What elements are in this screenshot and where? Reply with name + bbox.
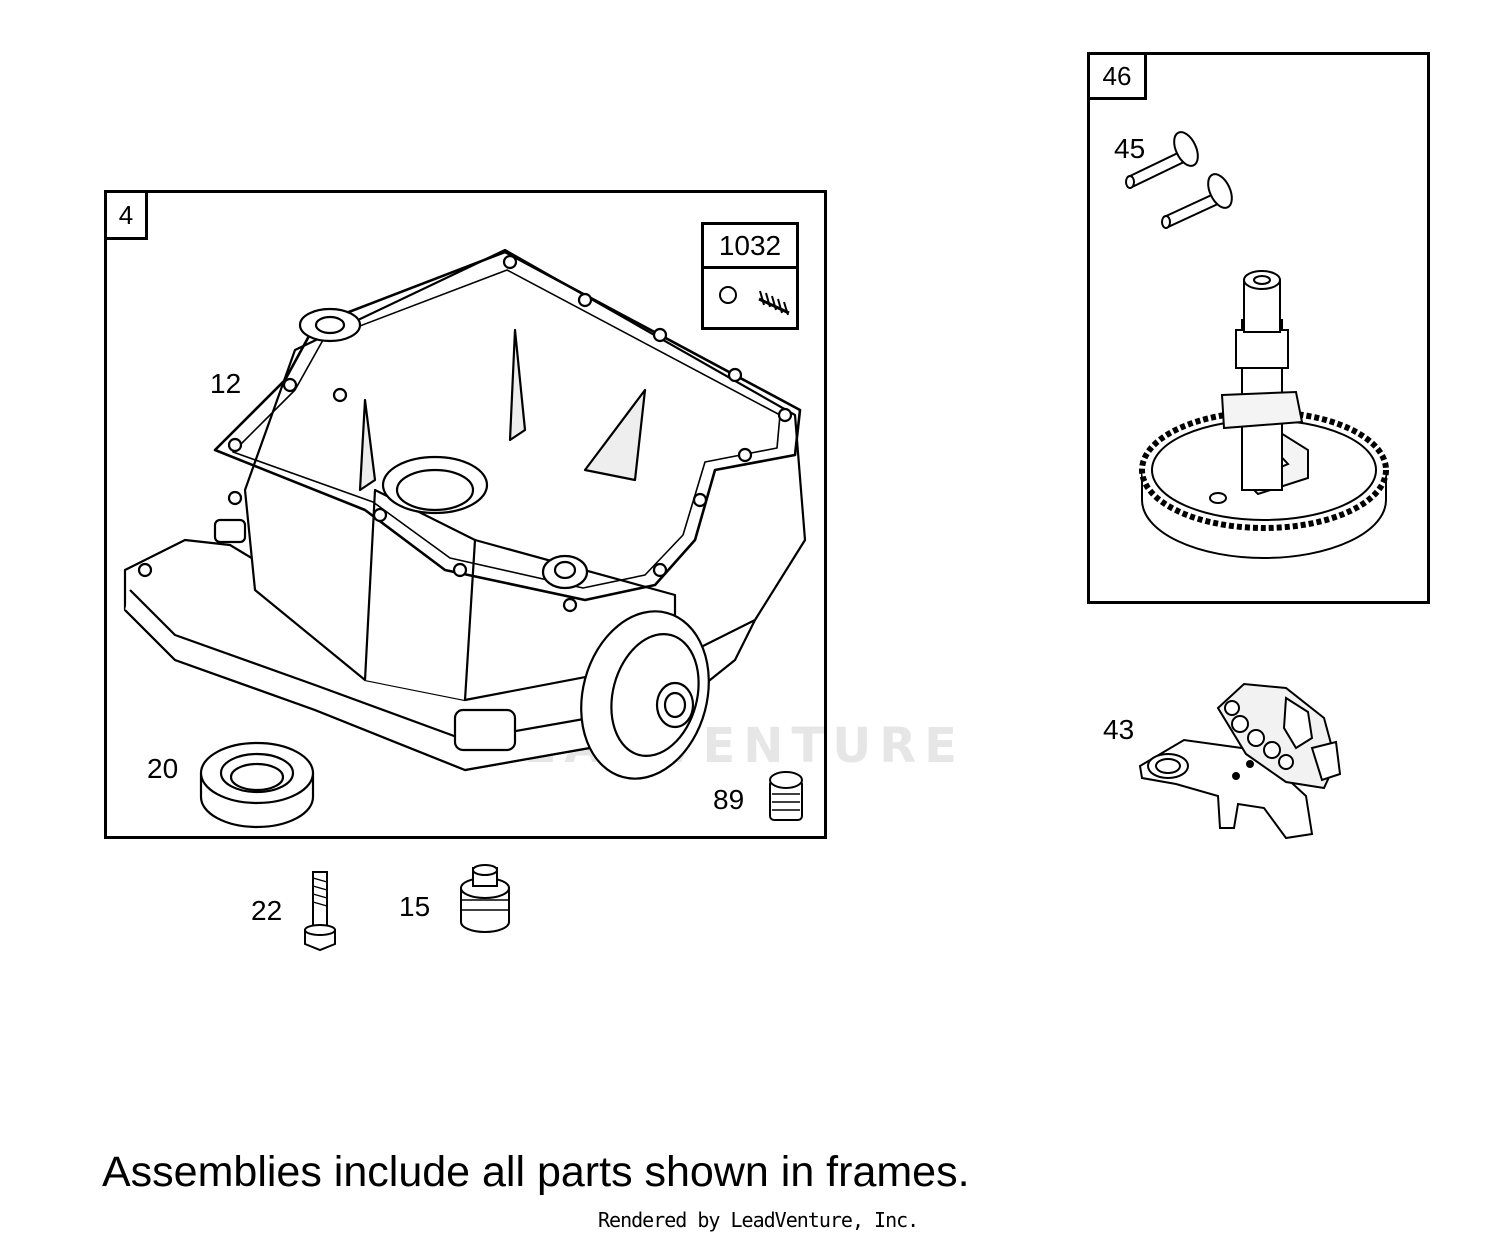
frame-crankcase-assembly: 4 xyxy=(104,190,827,839)
callout-45[interactable]: 45 xyxy=(1114,133,1146,164)
frame-label-camshaft[interactable]: 46 xyxy=(1087,52,1147,100)
callout-89[interactable]: 89 xyxy=(713,784,745,815)
sump-illustration[interactable] xyxy=(115,240,815,800)
oil-seal-illustration[interactable] xyxy=(198,735,316,831)
callout-20[interactable]: 20 xyxy=(147,753,179,784)
tappets-illustration[interactable] xyxy=(1120,125,1240,235)
callout-15[interactable]: 15 xyxy=(399,891,431,922)
frame-camshaft-assembly: 46 xyxy=(1087,52,1430,604)
render-credit: Rendered by LeadVenture, Inc. xyxy=(598,1208,919,1232)
assembly-caption: Assemblies include all parts shown in fr… xyxy=(102,1148,970,1196)
frame-label-crankcase[interactable]: 4 xyxy=(104,190,148,240)
camshaft-gear-illustration[interactable] xyxy=(1138,260,1390,570)
drain-plug-illustration[interactable] xyxy=(455,864,515,940)
check-ball-and-spring-icon xyxy=(719,286,790,316)
governor-assembly-illustration[interactable] xyxy=(1136,678,1346,840)
sump-bolt-illustration[interactable] xyxy=(300,868,340,952)
kit-1032[interactable]: 1032 xyxy=(701,222,799,330)
callout-43[interactable]: 43 xyxy=(1103,714,1135,745)
callout-22[interactable]: 22 xyxy=(251,895,283,926)
oil-fill-plug-illustration[interactable] xyxy=(764,768,808,824)
kit-label: 1032 xyxy=(704,225,796,269)
callout-12[interactable]: 12 xyxy=(210,368,242,399)
